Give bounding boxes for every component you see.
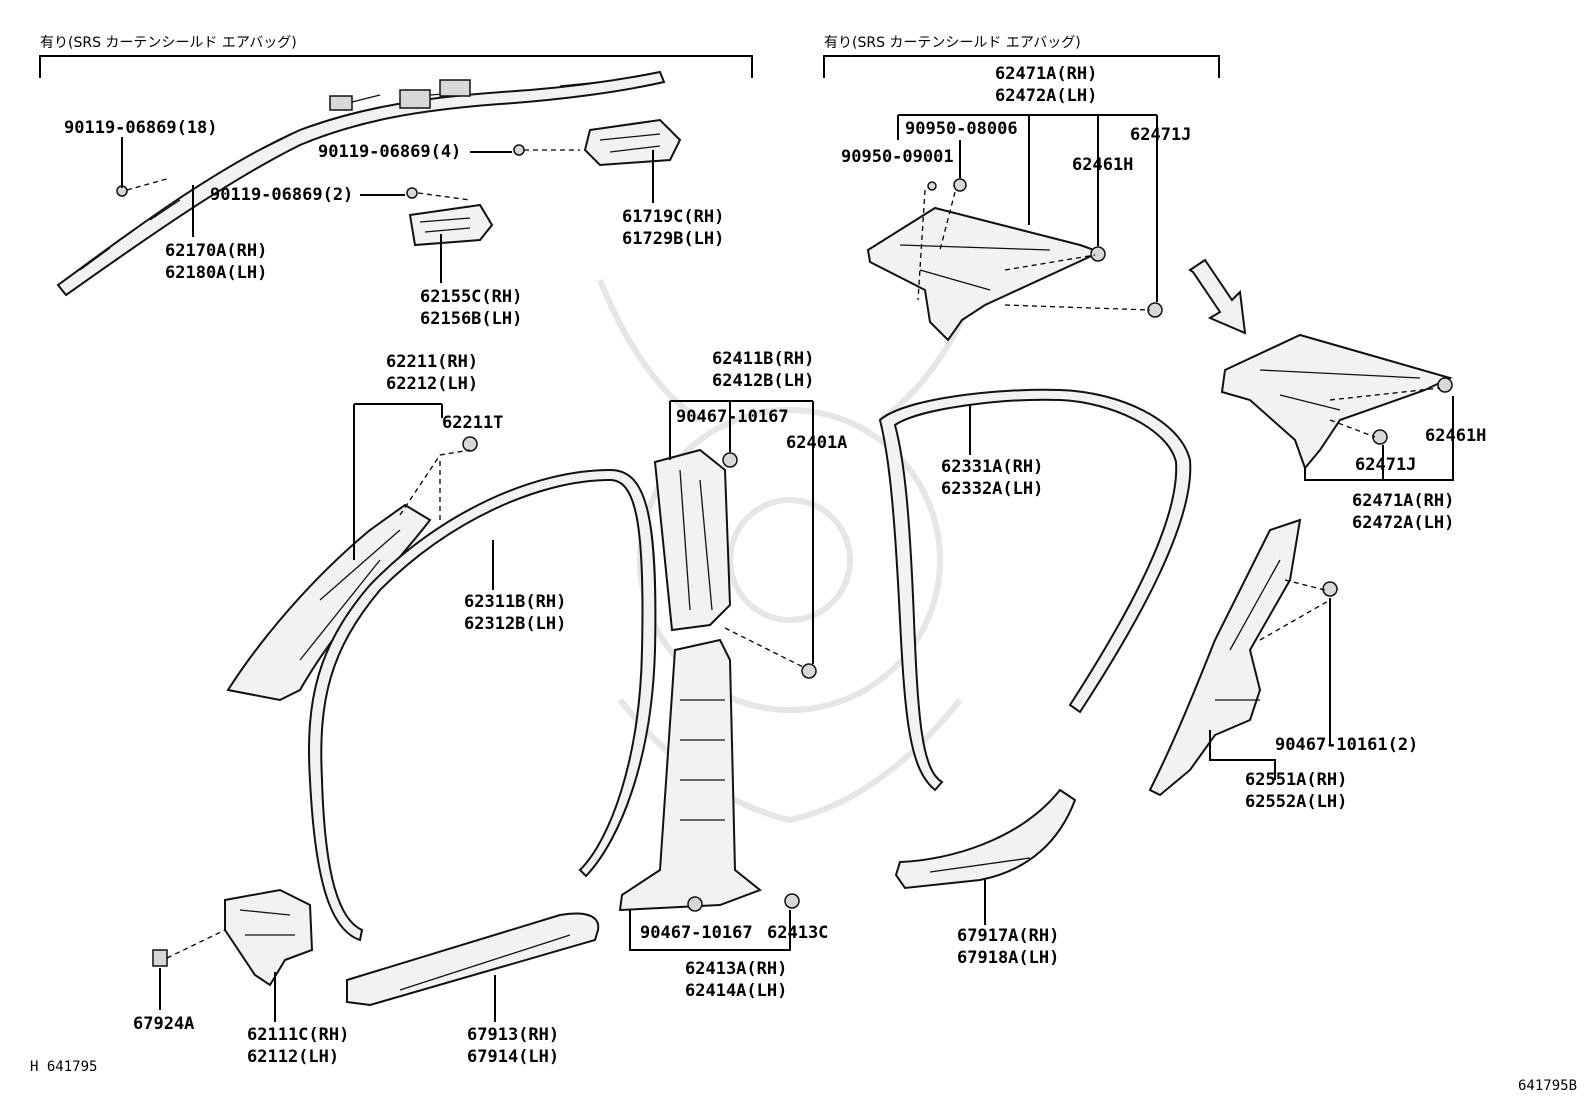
clip-67924a <box>152 949 168 967</box>
roof-side-garnish-alt-part <box>1220 333 1453 470</box>
dash-roof-side-alt <box>1329 387 1441 438</box>
clip-62211t <box>462 436 478 452</box>
leader-62551a <box>1209 730 1276 780</box>
direction-arrow-icon <box>1188 258 1247 335</box>
clip-62471j-right <box>1372 429 1388 445</box>
rear-scuff-plate-part <box>894 788 1077 890</box>
clip-62461h-right <box>1437 377 1453 393</box>
rear-door-weatherstrip-part <box>878 388 1192 792</box>
front-door-weatherstrip-part <box>308 468 657 942</box>
label-62312b: 62312B(LH) <box>464 614 566 634</box>
label-62211: 62211(RH) <box>386 352 478 372</box>
label-62551a: 62551A(RH) <box>1245 770 1347 790</box>
label-90119-06869-2: 90119-06869(2) <box>210 185 353 205</box>
dash-90119-2 <box>417 192 471 201</box>
label-62212: 62212(LH) <box>386 374 478 394</box>
label-90467-10167-bottom: 90467-10167 <box>640 923 753 943</box>
label-62112: 62112(LH) <box>247 1047 339 1067</box>
label-62331a: 62331A(RH) <box>941 457 1043 477</box>
label-62552a: 62552A(LH) <box>1245 792 1347 812</box>
leader-62471a-top <box>897 114 1158 302</box>
leader-62413a <box>629 910 791 951</box>
clip-62461h-top <box>1090 246 1106 262</box>
bracket-62155c-part <box>408 203 494 247</box>
clip-90950-08006 <box>953 178 967 192</box>
label-62155c: 62155C(RH) <box>420 287 522 307</box>
label-90950-09001: 90950-09001 <box>841 147 954 167</box>
label-61729b: 61729B(LH) <box>622 229 724 249</box>
label-90467-10161: 90467-10161(2) <box>1275 735 1418 755</box>
label-90119-06869-18: 90119-06869(18) <box>64 118 218 138</box>
clip-62413c <box>784 893 800 909</box>
dash-roof-side <box>917 189 1151 311</box>
c-pillar-garnish-part <box>1148 518 1302 797</box>
header-left-bracket <box>39 55 753 78</box>
label-62411b: 62411B(RH) <box>712 349 814 369</box>
clip-90467-10167-bottom <box>687 896 703 912</box>
label-62170a: 62170A(RH) <box>165 241 267 261</box>
dash-62401a <box>724 627 806 669</box>
clip-90467-10161 <box>1322 581 1338 597</box>
dash-90467-10161 <box>1259 579 1331 641</box>
label-62332a: 62332A(LH) <box>941 479 1043 499</box>
dash-67924a <box>166 929 226 959</box>
label-62472a-top: 62472A(LH) <box>995 86 1097 106</box>
label-62401a: 62401A <box>786 433 847 453</box>
header-right-bracket <box>823 55 1220 78</box>
label-62471j-top: 62471J <box>1130 125 1191 145</box>
label-62412b: 62412B(LH) <box>712 371 814 391</box>
leader-62411b <box>669 400 814 664</box>
clip-62471j-top <box>1147 302 1163 318</box>
label-67914: 67914(LH) <box>467 1047 559 1067</box>
label-67913: 67913(RH) <box>467 1025 559 1045</box>
label-67917a: 67917A(RH) <box>957 926 1059 946</box>
header-right: 有り(SRS カーテンシールド エアバッグ) <box>824 35 1081 51</box>
label-61719c: 61719C(RH) <box>622 207 724 227</box>
label-62311b: 62311B(RH) <box>464 592 566 612</box>
header-left: 有り(SRS カーテンシールド エアバッグ) <box>40 35 297 51</box>
footer-left-code: H 641795 <box>30 1059 97 1075</box>
clip-90950-09001 <box>927 181 937 191</box>
clip-62401a <box>801 663 817 679</box>
cowl-side-trim-part <box>224 888 314 987</box>
label-62413c: 62413C <box>767 923 828 943</box>
label-90467-10167-top: 90467-10167 <box>676 407 789 427</box>
label-62471a-top: 62471A(RH) <box>995 64 1097 84</box>
label-62180a: 62180A(LH) <box>165 263 267 283</box>
label-62461h-top: 62461H <box>1072 155 1133 175</box>
label-62471a-right: 62471A(RH) <box>1352 491 1454 511</box>
curtain-airbag-part <box>56 70 666 297</box>
label-90950-08006: 90950-08006 <box>905 119 1018 139</box>
label-62111c: 62111C(RH) <box>247 1025 349 1045</box>
label-62211t: 62211T <box>442 413 503 433</box>
label-62156b: 62156B(LH) <box>420 309 522 329</box>
leader-62471a-right <box>1304 396 1454 481</box>
front-scuff-plate-part <box>346 912 600 1007</box>
fasteners-top-left <box>116 144 525 199</box>
label-62413a: 62413A(RH) <box>685 959 787 979</box>
leader-62211 <box>353 403 443 560</box>
label-62461h-right: 62461H <box>1425 426 1486 446</box>
roof-side-garnish-part <box>866 206 1103 342</box>
footer-right-code: 641795B <box>1518 1078 1577 1094</box>
label-67918a: 67918A(LH) <box>957 948 1059 968</box>
b-pillar-lower-garnish-part <box>618 638 762 912</box>
label-90119-06869-4: 90119-06869(4) <box>318 142 461 162</box>
bracket-61719c-part <box>583 118 682 167</box>
dash-62211t <box>399 449 471 520</box>
b-pillar-upper-garnish-part <box>653 448 732 632</box>
label-62414a: 62414A(LH) <box>685 981 787 1001</box>
label-67924a: 67924A <box>133 1014 194 1034</box>
label-62472a-right: 62472A(LH) <box>1352 513 1454 533</box>
clip-90467-10167-top <box>722 452 738 468</box>
label-62471j-right: 62471J <box>1355 455 1416 475</box>
watermark-logo <box>597 278 983 824</box>
dash-90119-18 <box>126 177 171 191</box>
